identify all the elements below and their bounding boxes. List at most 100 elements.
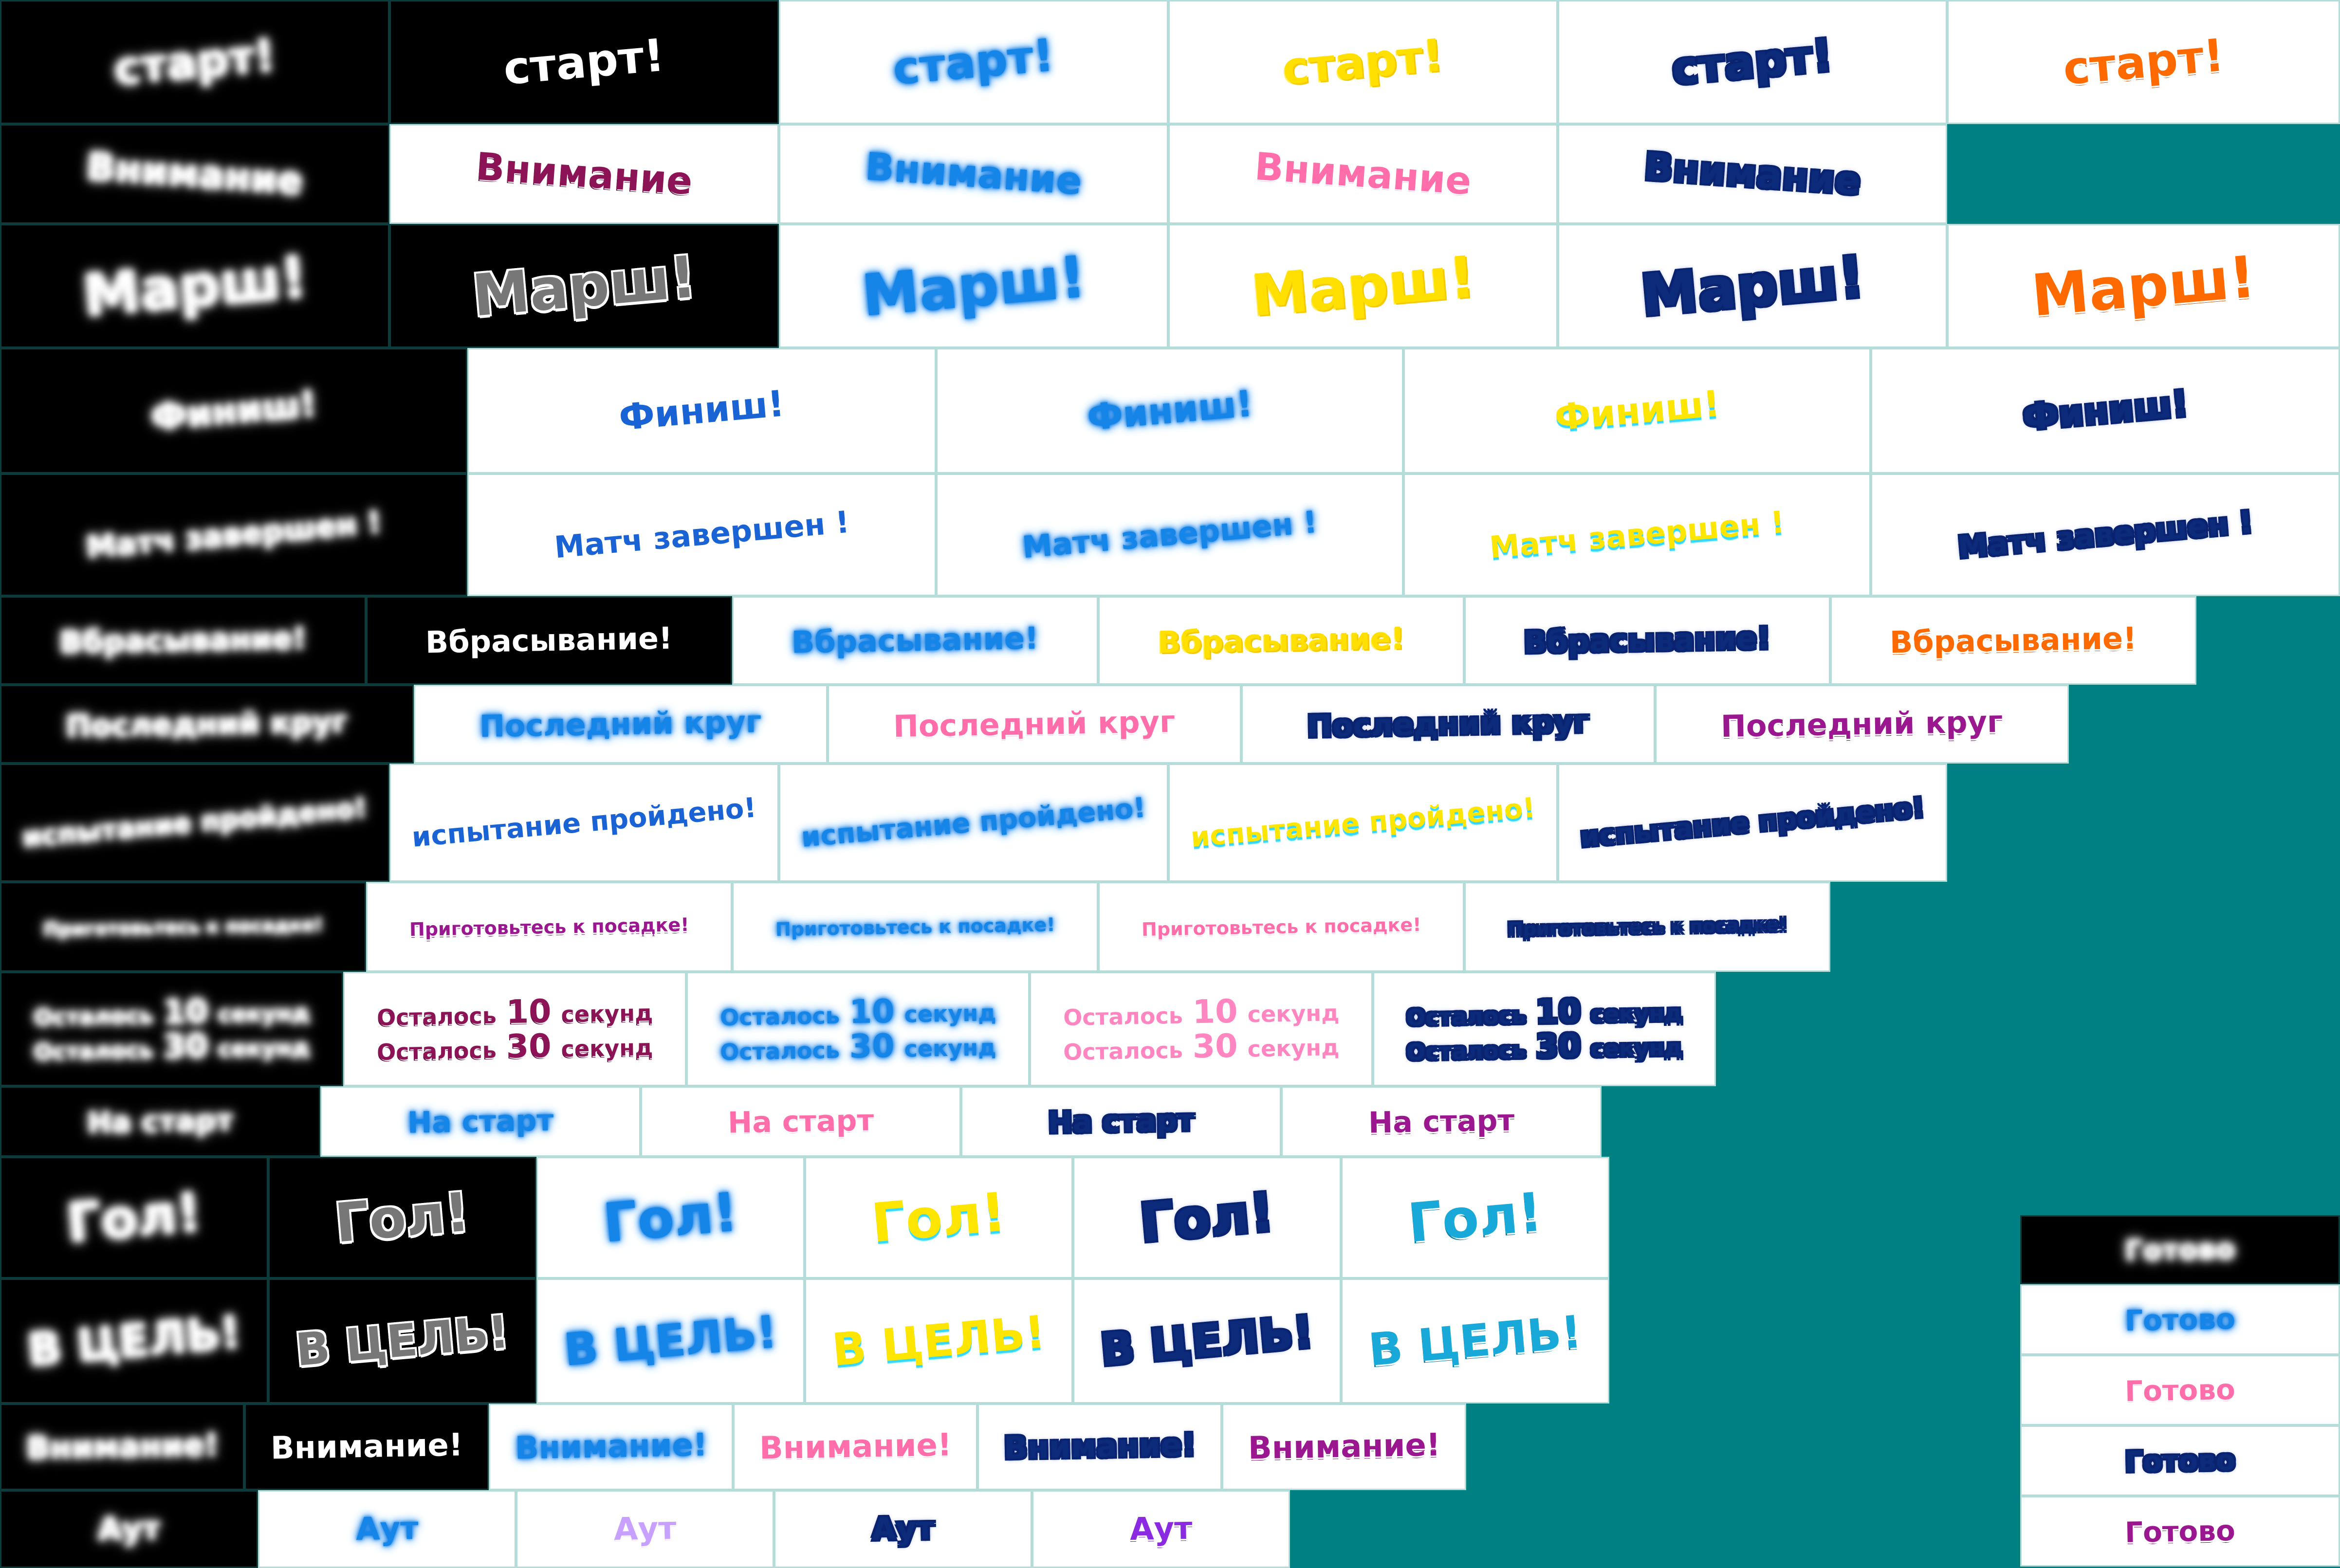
countdown-number: 30 [1535, 1026, 1582, 1065]
sprite-text: В ЦЕЛЬ! [294, 1305, 511, 1376]
sprite-text: старт! [501, 29, 667, 95]
sprite-goal-navy: Гол! [1073, 1157, 1341, 1278]
sprite-throw-in-white-plain: Вбрасывание! [366, 596, 732, 685]
sprite-text: испытание пройдено! [1579, 791, 1926, 854]
sprite-last-lap-navy: Последний круг [1241, 685, 1655, 764]
sprite-prepare-landing-magenta: Приготовьтесь к посадке! [366, 882, 732, 972]
sprite-text: Последний круг [65, 703, 349, 745]
sprite-match-over-blue: Матч завершен ! [467, 474, 936, 596]
sprite-text: Гол! [64, 1181, 204, 1255]
sprite-goal-gray: Гол! [268, 1157, 536, 1278]
sprite-trial-passed-navy: испытание пройдено! [1558, 764, 1947, 882]
sprite-throw-in-orange: Вбрасывание! [1830, 596, 2196, 685]
sprite-text: Гол! [1137, 1181, 1277, 1255]
sprite-match-over-navy: Матч завершен ! [1871, 474, 2340, 596]
sprite-text: старт! [112, 29, 277, 95]
sprite-out-lavender: Аут [516, 1490, 774, 1568]
sprite-text: Последний круг [1307, 703, 1590, 745]
sprite-throw-in-yellow: Вбрасывание! [1098, 596, 1464, 685]
sprite-text: Финиш! [2021, 383, 2190, 439]
sprite-text: Внимание! [25, 1427, 219, 1467]
sprite-text: старт! [1670, 29, 1835, 95]
sprite-text: Готово [2124, 1372, 2236, 1408]
sprite-out-mask: Аут [0, 1490, 258, 1568]
sprite-text: Марш! [1638, 242, 1867, 329]
sprite-text: Внимание! [758, 1427, 952, 1467]
countdown-word: секунд [218, 999, 310, 1028]
sprite-text: старт! [891, 29, 1056, 95]
sprite-attention-blue-glow: Внимание [779, 124, 1168, 224]
countdown-word: Осталось [1406, 1037, 1527, 1065]
sprite-text: Марш! [80, 242, 310, 329]
sprite-last-lap-pink: Последний круг [828, 685, 1241, 764]
countdown-word: секунд [904, 999, 996, 1028]
sprite-ready-navy: Готово [2020, 1425, 2340, 1496]
sprite-text: Матч завершен ! [85, 504, 383, 565]
sprite-text: испытание пройдено! [21, 791, 369, 854]
sprite-text: Готово [2124, 1302, 2236, 1337]
sprite-text: Последний круг [893, 703, 1176, 745]
sprite-text: Готово [2124, 1443, 2236, 1478]
sprite-text: Гол! [601, 1181, 740, 1255]
sprite-text: Внимание [85, 145, 305, 203]
sprite-start-blue-glow: старт! [779, 0, 1168, 124]
sprite-ready-mask: Готово [2020, 1215, 2340, 1284]
countdown-number: 10 [505, 992, 552, 1031]
sprite-text: Финиш! [149, 383, 318, 439]
sprite-text: Внимание! [270, 1427, 463, 1467]
sprite-on-target-mask: В ЦЕЛЬ! [0, 1278, 268, 1404]
sprite-text: испытание пройдено! [800, 791, 1147, 854]
sprite-attention-excl-pink: Внимание! [733, 1404, 977, 1490]
sprite-finish-blue-glow: Финиш! [936, 348, 1403, 474]
sprite-text: испытание пройдено! [410, 791, 758, 854]
sprite-last-lap-mask: Последний круг [0, 685, 414, 764]
sprite-march-gray: Марш! [389, 224, 779, 348]
sprite-out-blue-glow: Аут [258, 1490, 516, 1568]
sprite-text: Приготовьтесь к посадке! [43, 913, 323, 940]
sprite-attention-mask: Внимание [0, 124, 389, 224]
sprite-text: Вбрасывание! [59, 620, 307, 660]
sprite-text: Внимание [864, 145, 1084, 203]
sprite-attention-excl-white-plain: Внимание! [244, 1404, 489, 1490]
sprite-start-white: старт! [389, 0, 779, 124]
sprite-text: Аут [871, 1510, 935, 1548]
countdown-word: секунд [218, 1034, 310, 1062]
sprite-attention-pink: Внимание [1168, 124, 1558, 224]
countdown-word: секунд [1247, 999, 1340, 1028]
sprite-attention-navy: Внимание [1558, 124, 1947, 224]
sprite-text: Приготовьтесь к посадке! [409, 913, 689, 940]
sprite-text: Аут [355, 1510, 419, 1548]
sprite-text: Финиш! [617, 383, 786, 439]
sprite-text: старт! [1280, 29, 1446, 95]
sprite-on-target-blue-glow: В ЦЕЛЬ! [536, 1278, 805, 1404]
countdown-number: 30 [1192, 1026, 1238, 1065]
countdown-word: Осталось [1063, 1002, 1183, 1031]
sprite-march-blue-glow: Марш! [779, 224, 1168, 348]
sprite-trial-passed-blue-glow: испытание пройдено! [779, 764, 1168, 882]
sprite-text: Матч завершен ! [1956, 504, 2254, 565]
sprite-text: В ЦЕЛЬ! [1098, 1305, 1316, 1376]
countdown-word: Осталось [33, 1037, 154, 1065]
sprite-goal-mask: Гол! [0, 1157, 268, 1278]
sprite-text: Последний круг [479, 703, 762, 745]
sprite-on-target-navy: В ЦЕЛЬ! [1073, 1278, 1341, 1404]
sprite-text: Готово [2124, 1232, 2236, 1267]
sprite-text: Марш! [859, 242, 1088, 329]
sprite-on-start-navy: На старт [961, 1086, 1281, 1157]
sprite-text: Вбрасывание! [1523, 620, 1771, 660]
sprite-trial-passed-blue: испытание пройдено! [389, 764, 779, 882]
sprite-prepare-landing-blue-glow: Приготовьтесь к посадке! [732, 882, 1098, 972]
sprite-text: Внимание! [1003, 1427, 1197, 1467]
